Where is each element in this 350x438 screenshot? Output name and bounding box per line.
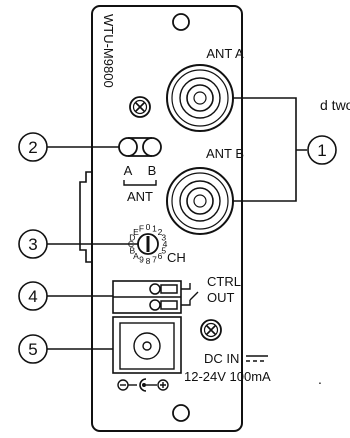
dc-jack [112, 316, 182, 374]
out-label: OUT [207, 290, 235, 305]
led-a-label: A [124, 163, 133, 178]
polarity-symbol-icon [117, 378, 169, 392]
ant-a-connector [166, 64, 234, 132]
ant-connector-bracket [233, 97, 307, 202]
dial-digit: F [139, 223, 144, 233]
dial-digit: 3 [161, 233, 166, 243]
screw-icon-lower [200, 319, 222, 341]
dial-digit: 7 [152, 255, 157, 265]
model-name: WTU-M9800 [101, 14, 116, 88]
indicator-led-b [142, 137, 162, 157]
dc-symbol-icon [246, 355, 268, 362]
ctrl-label: CTRL [207, 274, 241, 289]
led-outline [128, 137, 152, 157]
intro-fragment-top: d two [320, 97, 350, 113]
callout-5: 5 [18, 334, 48, 364]
dial-digit: 2 [158, 227, 163, 237]
dial-digit: 0 [146, 222, 151, 232]
svg-text:2: 2 [28, 138, 37, 157]
dial-digit: E [133, 227, 139, 237]
svg-text:4: 4 [28, 287, 37, 306]
svg-text:1: 1 [317, 141, 326, 160]
svg-text:3: 3 [28, 235, 37, 254]
callout-4: 4 [18, 281, 48, 311]
intro-fragment-bottom: . [318, 371, 322, 387]
dial-digit: 9 [139, 255, 144, 265]
dial-digit: 6 [158, 251, 163, 261]
callout-2: 2 [18, 132, 48, 162]
dial-digit: A [133, 251, 139, 261]
channel-label: CH [167, 250, 186, 265]
mounting-hole-bottom [172, 404, 190, 422]
ant-bracket [123, 180, 157, 186]
dial-digit: 8 [146, 256, 151, 266]
dial-digit: 4 [163, 239, 168, 249]
screw-icon [129, 96, 151, 118]
dial-digit: D [129, 233, 135, 243]
relay-contact-icon [181, 283, 199, 306]
ant-b-label: ANT B [206, 146, 244, 161]
ant-group-label: ANT [127, 189, 153, 204]
svg-text:5: 5 [28, 340, 37, 359]
ant-a-label: ANT A [206, 46, 244, 61]
panel-side-rail [79, 171, 92, 263]
power-rating-label: 12-24V 100mA [184, 369, 271, 384]
dial-digit: B [129, 246, 135, 256]
indicator-led-a [118, 137, 138, 157]
dial-digit: 1 [152, 223, 157, 233]
dial-digit: 5 [161, 246, 166, 256]
ant-b-connector [166, 167, 234, 235]
callout-1: 1 [307, 135, 337, 165]
led-b-label: B [148, 163, 157, 178]
callout-3: 3 [18, 229, 48, 259]
mounting-hole-top [172, 13, 190, 31]
dc-in-label: DC IN [204, 351, 239, 366]
ctrl-out-terminal-block [112, 280, 182, 314]
